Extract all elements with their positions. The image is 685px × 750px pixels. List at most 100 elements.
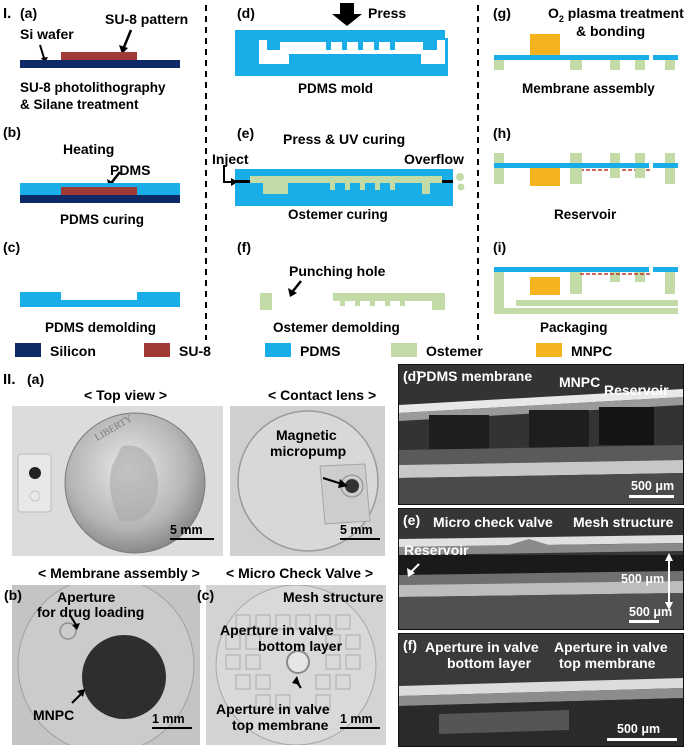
sem-f-aperture-top-2: top membrane [559,655,656,671]
top-view-photo: LIBERTY 5 mm [12,406,223,556]
contact-lens-title: < Contact lens > [268,387,377,403]
sem-d-scalebar-label: 500 μm [631,479,675,493]
contact-lens-drawing [237,410,379,552]
legend-swatch-su8 [144,343,170,357]
legend-label-su8: SU-8 [179,343,211,359]
magnetic-label: Magnetic [276,427,337,443]
sem-d-reservoir-label: Reservoir [604,382,669,398]
mnpc-label: MNPC [33,707,75,723]
sem-f-photo: Aperture in valve bottom layer Aperture … [398,633,684,747]
top-view-drawing: LIBERTY [17,412,206,554]
panel-i-tag: (i) [493,239,507,255]
panel-2c-tag: (c) [197,587,215,603]
membrane-assembly-title: < Membrane assembly > [38,565,200,581]
aperture-label-2: for drug loading [37,604,145,620]
sem-f-scalebar [607,738,677,741]
sem-e-height-label: 500 μm [621,572,665,586]
diagram-d [235,3,448,76]
membrane-scalebar [152,727,192,729]
diagram-g [494,34,678,70]
aperture-bottom-label-2: bottom layer [258,638,343,654]
contact-lens-photo: Magnetic micropump 5 mm [230,406,385,556]
legend-label-mnpc: MNPC [571,343,613,359]
legend-label-ostemer: Ostemer [426,343,483,359]
sem-f-drawing [399,634,683,746]
panel-a-caption-1: SU-8 photolithography [20,80,166,95]
panel-g-caption: Membrane assembly [522,81,655,96]
diagram-e [223,165,465,206]
membrane-assembly-drawing [17,585,195,745]
sem-d-photo: PDMS membrane MNPC Reservoir 500 μm (d) [398,364,684,505]
panel-2f-tag: (f) [403,637,417,653]
panel-d-tag: (d) [237,5,255,21]
aperture-top-label-1: Aperture in valve [216,701,330,717]
top-view-scalebar-label: 5 mm [170,523,203,537]
punching-hole-label: Punching hole [289,263,386,279]
legend-swatch-pdms [265,343,291,357]
o2-o: O [548,5,559,21]
sem-e-scalebar-label: 500 μm [629,605,673,619]
top-view-title: < Top view > [84,387,167,403]
diagram-i [494,267,678,314]
panel-b-tag: (b) [3,124,21,140]
panel-c-tag: (c) [3,239,21,255]
aperture-label-1: Aperture [57,589,116,605]
diagram-b [20,171,180,203]
panel-f-caption: Ostemer demolding [273,320,400,335]
diagram-h [494,153,678,186]
panel-f-tag: (f) [237,239,251,255]
sem-d-mnpc-label: MNPC [559,374,601,390]
panel-c-caption: PDMS demolding [45,320,156,335]
diagram-a [20,29,180,68]
panel-a-caption-2: & Silane treatment [20,97,139,112]
bonding-label: & bonding [576,23,646,39]
top-view-scalebar [170,538,214,540]
sem-f-scalebar-label: 500 μm [617,722,661,736]
aperture-bottom-label-1: Aperture in valve [220,622,334,638]
panel-2e-tag: (e) [403,512,421,528]
membrane-scalebar-label: 1 mm [152,712,185,726]
aperture-top-label-2: top membrane [232,717,329,733]
panel-h-caption: Reservoir [554,207,617,222]
su8-pattern-label: SU-8 pattern [105,11,189,27]
sem-f-aperture-bottom-2: bottom layer [447,655,532,671]
diagram-c [20,292,180,307]
panel-2b-tag-outside: (b) [4,587,22,603]
legend-label-silicon: Silicon [50,343,96,359]
si-wafer-label: Si wafer [20,26,74,42]
micro-check-valve-title: < Micro Check Valve > [226,565,374,581]
part1-label: I. [3,5,12,22]
o2-sub: 2 [558,13,564,24]
panel-2d-tag: (d) [403,368,421,384]
membrane-assembly-photo: Aperture for drug loading MNPC 1 mm (b) [12,585,200,745]
panel-e-caption: Ostemer curing [288,207,388,222]
sem-e-mesh-label: Mesh structure [573,514,674,530]
mesh-structure-label: Mesh structure [283,589,384,605]
sem-d-scalebar [629,495,674,498]
contact-lens-scalebar-label: 5 mm [340,523,373,537]
legend-swatch-ostemer [391,343,417,357]
panel-2a-tag: (a) [27,371,45,387]
check-valve-drawing [215,585,377,745]
sem-e-check-valve-label: Micro check valve [433,514,553,530]
sem-d-pdms-membrane-label: PDMS membrane [417,368,533,384]
column-dividers [205,5,479,340]
sem-f-aperture-bottom-1: Aperture in valve [425,639,539,655]
panel-b-caption: PDMS curing [60,212,145,227]
sem-f-aperture-top-1: Aperture in valve [554,639,668,655]
legend-swatch-silicon [15,343,41,357]
legend-swatch-mnpc [536,343,562,357]
sem-e-reservoir-label: Reservoir [404,542,469,558]
heating-label: Heating [63,141,115,157]
press-uv-label: Press & UV curing [283,131,406,147]
inject-label: Inject [212,151,249,167]
diagram-f [260,280,445,310]
overflow-label: Overflow [404,151,464,167]
sem-e-scalebar [629,620,659,623]
part2-label: II. [3,371,16,388]
panel-d-caption: PDMS mold [298,81,374,96]
contact-lens-scalebar [340,538,380,540]
panel-h-tag: (h) [493,125,511,141]
check-valve-photo: Mesh structure Aperture in valve bottom … [206,585,386,745]
check-valve-scalebar-label: 1 mm [340,712,373,726]
